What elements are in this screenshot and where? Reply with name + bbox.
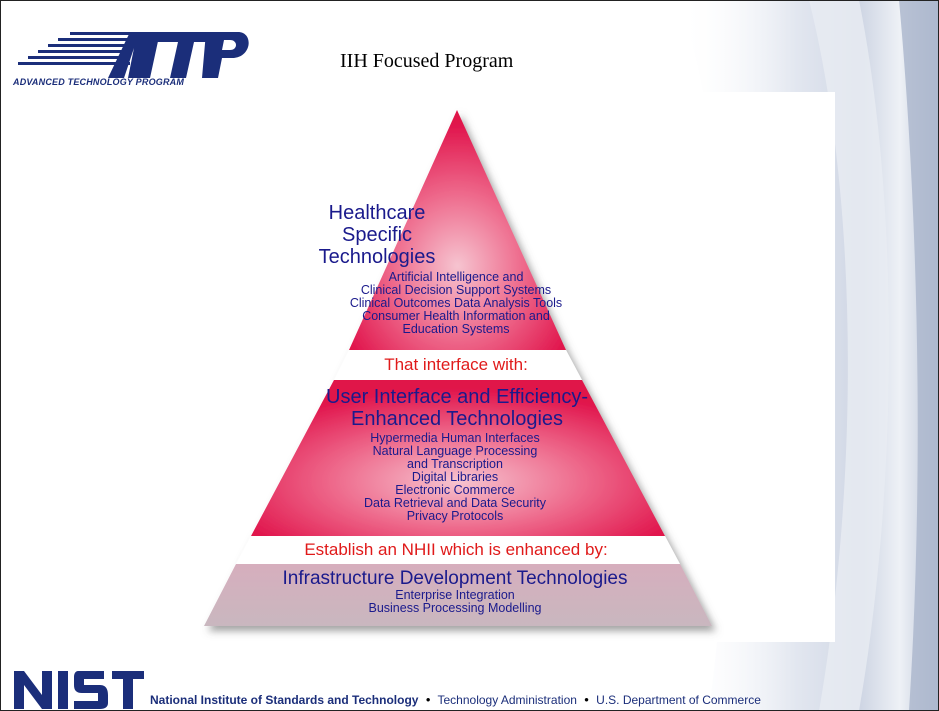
middle-item: Electronic Commerce — [395, 483, 515, 497]
top-item: Artificial Intelligence and — [388, 270, 524, 284]
pyramid-tier-top — [349, 110, 566, 350]
top-item: Clinical Outcomes Data Analysis Tools — [349, 296, 563, 310]
top-heading: Healthcare Specific Technologies — [277, 202, 477, 268]
middle-item: Digital Libraries — [411, 470, 499, 484]
bottom-item: Business Processing Modelling — [368, 601, 542, 615]
top-items: Artificial Intelligence and Clinical Dec… — [306, 271, 606, 336]
middle-heading-line-2: Enhanced Technologies — [350, 408, 564, 430]
top-heading-line-2: Specific — [341, 224, 413, 246]
pyramid-tier-bottom — [204, 564, 712, 626]
pyramid-band-2 — [236, 536, 680, 564]
top-heading-line-3: Technologies — [318, 246, 436, 268]
footer-separator: • — [425, 692, 431, 707]
footer-org: National Institute of Standards and Tech… — [150, 693, 419, 707]
middle-item: Hypermedia Human Interfaces — [370, 431, 540, 445]
top-heading-line-1: Healthcare — [328, 202, 426, 224]
slide-title: IIH Focused Program — [340, 50, 514, 72]
pyramid-diagram — [204, 110, 712, 626]
pyramid-band-1 — [334, 350, 582, 380]
middle-item: Natural Language Processing — [372, 444, 538, 458]
footer-dept: U.S. Department of Commerce — [596, 693, 761, 707]
middle-item: and Transcription — [407, 457, 503, 471]
top-item: Education Systems — [402, 322, 510, 336]
middle-item: Privacy Protocols — [406, 509, 504, 523]
bottom-heading: Infrastructure Development Technologies — [282, 568, 628, 589]
top-item: Clinical Decision Support Systems — [360, 283, 552, 297]
nist-logo — [14, 671, 144, 709]
bottom-items: Enterprise Integration Business Processi… — [305, 589, 605, 615]
footer-separator: • — [584, 692, 589, 707]
pyramid-tier-middle — [251, 380, 665, 536]
top-item: Consumer Health Information and — [362, 309, 550, 323]
footer: National Institute of Standards and Tech… — [150, 692, 761, 707]
bottom-item: Enterprise Integration — [395, 588, 515, 602]
band-2-label: Establish an NHII which is enhanced by: — [304, 540, 608, 559]
footer-admin: Technology Administration — [437, 693, 577, 707]
middle-heading-line-1: User Interface and Efficiency- — [326, 386, 588, 408]
middle-items: Hypermedia Human Interfaces Natural Lang… — [305, 432, 605, 523]
middle-heading: User Interface and Efficiency- Enhanced … — [277, 386, 637, 430]
middle-item: Data Retrieval and Data Security — [363, 496, 547, 510]
atp-tagline: ADVANCED TECHNOLOGY PROGRAM — [13, 77, 185, 87]
band-1-label: That interface with: — [384, 355, 528, 374]
atp-logo — [18, 32, 249, 78]
